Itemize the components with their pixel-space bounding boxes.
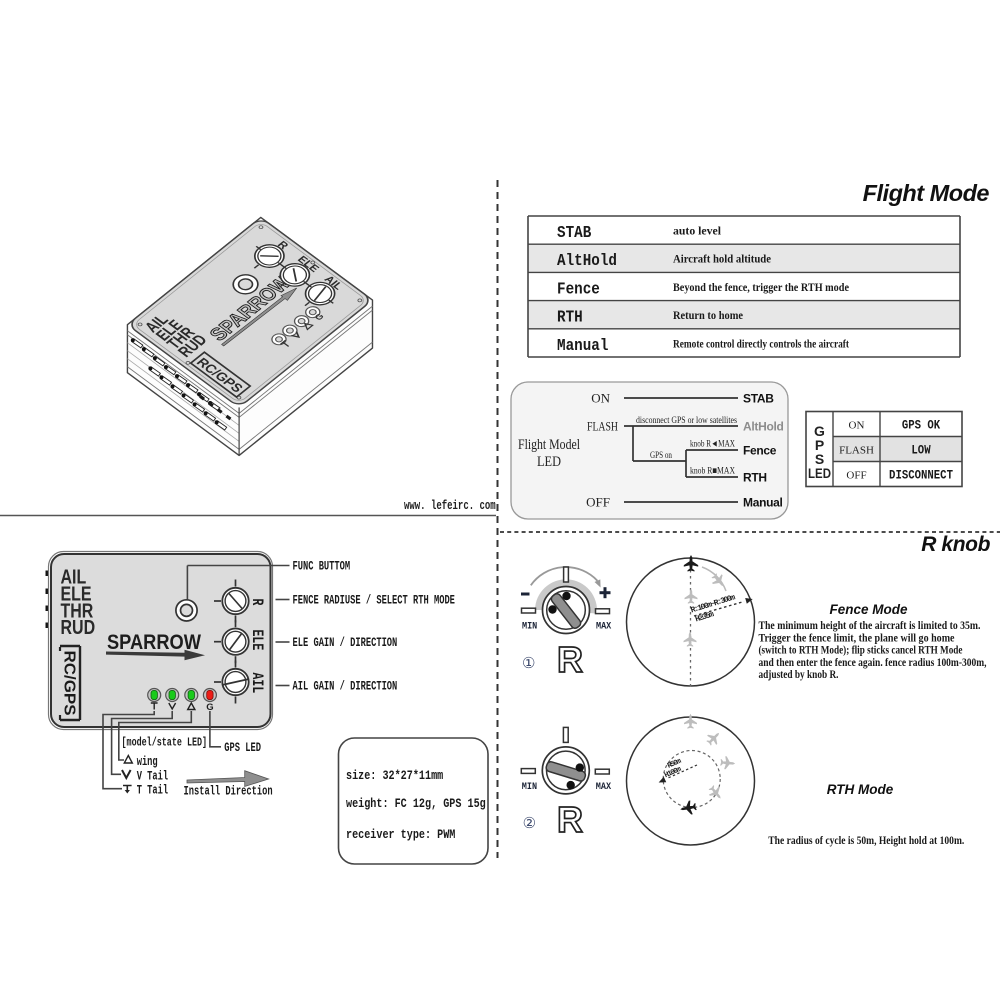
svg-text:LOW: LOW	[911, 443, 931, 458]
svg-text:MAX: MAX	[596, 620, 612, 632]
svg-text:STAB: STAB	[743, 392, 774, 406]
svg-text:receiver type: PWM: receiver type: PWM	[346, 828, 455, 842]
svg-text:size: 32*27*11mm: size: 32*27*11mm	[346, 769, 443, 783]
svg-text:R: R	[557, 799, 583, 840]
svg-text:GPS on: GPS on	[650, 451, 672, 461]
svg-text:P: P	[815, 437, 824, 453]
svg-text:G: G	[206, 702, 213, 713]
svg-text:STAB: STAB	[557, 223, 592, 242]
svg-text:FLASH: FLASH	[839, 445, 874, 457]
svg-text:auto level: auto level	[673, 224, 722, 238]
svg-text:weight: FC 12g, GPS 15g: weight: FC 12g, GPS 15g	[346, 797, 486, 811]
svg-text:RTH Mode: RTH Mode	[827, 782, 894, 797]
svg-text:GPS OK: GPS OK	[902, 418, 941, 433]
svg-text:Install Direction: Install Direction	[184, 785, 273, 799]
svg-text:The radius of cycle is 50m, He: The radius of cycle is 50m, Height hold …	[768, 835, 964, 847]
svg-text:T Tail: T Tail	[137, 784, 169, 798]
svg-text:LED: LED	[808, 465, 831, 481]
svg-text:G: G	[814, 423, 825, 439]
svg-text:MIN: MIN	[522, 620, 537, 632]
svg-text:and then enter the fence again: and then enter the fence again. fence ra…	[759, 657, 987, 669]
svg-text:Fence Mode: Fence Mode	[829, 602, 908, 617]
svg-text:Beyond the fence, trigger the: Beyond the fence, trigger the RTH mode	[673, 280, 850, 294]
svg-text:OFF: OFF	[586, 495, 610, 510]
svg-text:Manual: Manual	[557, 336, 608, 355]
svg-text:RTH: RTH	[743, 471, 767, 485]
svg-text:AIL GAIN / DIRECTION: AIL GAIN / DIRECTION	[293, 680, 398, 694]
svg-text:RTH: RTH	[557, 308, 583, 327]
svg-text:The minimum height of the airc: The minimum height of the aircraft is li…	[759, 620, 981, 632]
svg-text:FENCE RADIUSE / SELECT RTH MOD: FENCE RADIUSE / SELECT RTH MODE	[293, 594, 456, 608]
svg-text:GPS LED: GPS LED	[224, 742, 261, 756]
svg-text:G: G	[312, 312, 326, 322]
svg-text:ELE: ELE	[247, 630, 265, 651]
svg-text:R: R	[557, 639, 583, 680]
svg-text:[model/state LED]: [model/state LED]	[122, 736, 208, 750]
svg-text:Return to home: Return to home	[673, 308, 744, 322]
svg-text:wing: wing	[137, 756, 158, 770]
svg-text:Flight Model: Flight Model	[518, 437, 580, 453]
svg-text:Fence: Fence	[743, 444, 777, 458]
svg-text:S: S	[815, 451, 824, 467]
svg-text:V Tail: V Tail	[137, 770, 169, 784]
svg-text:www. lefeirc. com: www. lefeirc. com	[404, 500, 496, 514]
svg-text:Flight Mode: Flight Mode	[863, 180, 990, 206]
svg-text:Remote control directly contro: Remote control directly controls the air…	[673, 336, 849, 350]
svg-text:ELE GAIN / DIRECTION: ELE GAIN / DIRECTION	[293, 637, 398, 651]
svg-text:knob R◄MAX: knob R◄MAX	[690, 440, 735, 450]
svg-text:MAX: MAX	[596, 780, 612, 792]
svg-text:RUD: RUD	[61, 615, 96, 638]
svg-text:FLASH: FLASH	[587, 419, 618, 434]
svg-text:Fence: Fence	[557, 279, 600, 298]
svg-text:Manual: Manual	[743, 496, 783, 510]
svg-text:Trigger the fence limit, the p: Trigger the fence limit, the plane will …	[759, 632, 955, 644]
svg-text:ELE: ELE	[61, 581, 92, 604]
svg-text:ON: ON	[849, 420, 865, 432]
svg-text:R: R	[247, 599, 265, 606]
svg-text:(switch to RTH Mode); flip sti: (switch to RTH Mode); flip sticks cancel…	[759, 645, 963, 657]
svg-text:②: ②	[523, 816, 536, 832]
svg-text:knob R■MAX: knob R■MAX	[690, 467, 735, 477]
svg-text:disconnect GPS or low satellit: disconnect GPS or low satellites	[636, 416, 737, 426]
svg-text:AltHold: AltHold	[743, 420, 784, 434]
svg-text:MIN: MIN	[522, 780, 537, 792]
svg-text:RC/GPS: RC/GPS	[61, 651, 78, 716]
svg-text:AIL: AIL	[247, 673, 265, 694]
svg-text:adjusted by knob R.: adjusted by knob R.	[759, 669, 839, 681]
svg-text:①: ①	[522, 656, 535, 672]
svg-text:R knob: R knob	[921, 533, 990, 556]
svg-text:FUNC BUTTOM: FUNC BUTTOM	[293, 560, 351, 574]
svg-text:THR: THR	[61, 598, 94, 621]
svg-text:Aircraft hold altitude: Aircraft hold altitude	[673, 252, 772, 266]
svg-text:OFF: OFF	[846, 470, 866, 482]
svg-text:AIL: AIL	[61, 565, 87, 588]
svg-text:DISCONNECT: DISCONNECT	[889, 468, 953, 483]
svg-text:LED: LED	[537, 454, 561, 470]
svg-text:ON: ON	[591, 391, 610, 406]
svg-text:SPARROW: SPARROW	[107, 630, 202, 654]
svg-text:AltHold: AltHold	[557, 251, 617, 270]
